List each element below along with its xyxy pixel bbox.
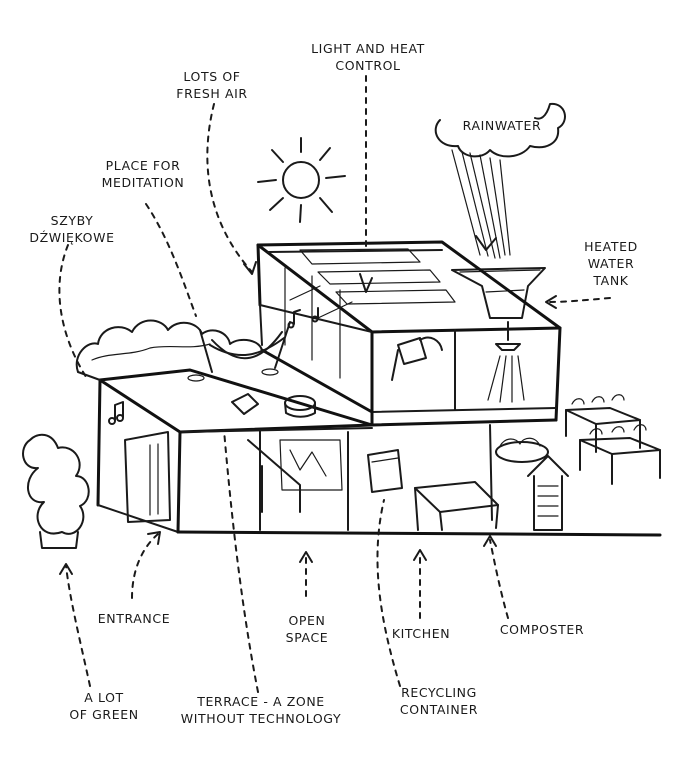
green-roof-bushes (75, 319, 263, 381)
shower-icon (487, 321, 525, 403)
label-rainwater: RAINWATER (462, 118, 542, 133)
terrace-box (231, 393, 259, 415)
cloud-icon (434, 102, 566, 158)
label-recycling-container: RECYCLING CONTAINER (399, 685, 479, 717)
kitchen-counter-icon (414, 481, 499, 531)
composter-bowl (495, 437, 549, 463)
label-a-lot-of-green: A LOT OF GREEN (69, 690, 139, 722)
recycling-container-icon (367, 449, 403, 493)
tree-left (22, 433, 90, 549)
insect-hotel-icon (527, 455, 569, 531)
music-note-icon (108, 401, 124, 425)
leader-lines (58, 75, 611, 693)
heated-water-tank (451, 267, 546, 319)
label-entrance: ENTRANCE (97, 611, 171, 626)
lamp-icon (391, 336, 443, 381)
label-place-for-meditation: PLACE FOR MEDITATION (101, 158, 185, 190)
label-composter: COMPOSTER (499, 622, 585, 637)
label-open-space: OPEN SPACE (285, 613, 329, 645)
eco-house-sketch (96, 240, 662, 537)
label-szyby-dzwiekowe: SZYBY DŹWIĘKOWE (29, 213, 115, 245)
label-heated-water-tank: HEATED WATER TANK (584, 239, 638, 288)
hammock-icon (199, 321, 291, 373)
rain-lines (451, 149, 511, 259)
label-terrace: TERRACE - A ZONE WITHOUT TECHNOLOGY (180, 694, 342, 726)
label-light-and-heat-control: LIGHT AND HEAT CONTROL (311, 41, 425, 73)
raised-garden-bed-icon (565, 394, 661, 485)
sun-icon (257, 137, 346, 223)
label-kitchen: KITCHEN (391, 626, 451, 641)
entrance-door (124, 431, 171, 523)
label-lots-of-fresh-air: LOTS OF FRESH AIR (176, 69, 248, 101)
